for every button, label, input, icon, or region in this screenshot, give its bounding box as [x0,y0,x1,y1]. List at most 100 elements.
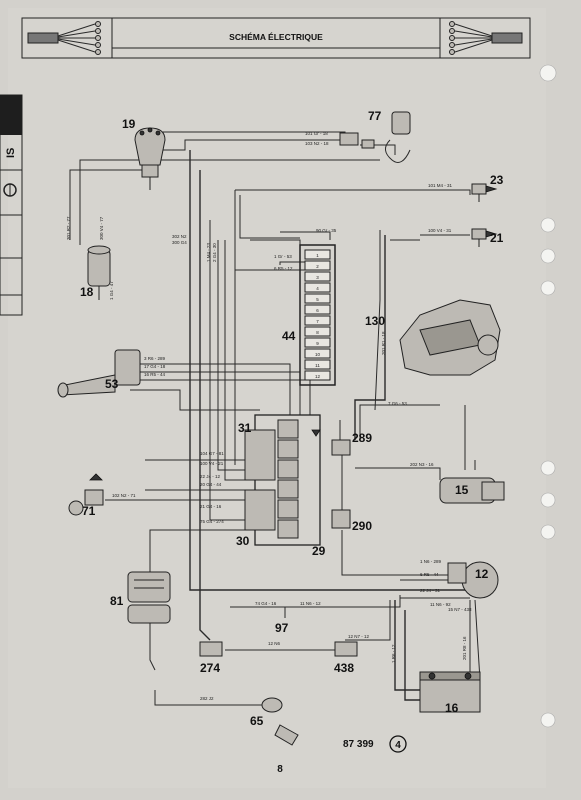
component-label-18: 18 [80,285,94,299]
connector-pin-number: 12 [315,374,321,379]
connector-pin-number: 5 [316,297,319,302]
component-438: 438 [334,641,358,675]
wire-label: 16 R5 - 44 [144,372,166,377]
wire-label: 201 R8 - 16 [462,636,467,660]
switch-component-53: 53 [57,349,141,398]
wire-label: 103 N2 - 18 [305,141,329,146]
wire-label: 100 V4 - 31 [428,228,452,233]
distributor-component: 19 [122,117,166,190]
component-label-12: 12 [475,567,489,581]
connector-pin [304,304,331,315]
wire-label: 101 M4 - 31 [428,183,453,188]
ground-point-97: 97 [275,607,289,635]
wire-label: 15 N7 - 438 [448,607,472,612]
wire-label-layer: 101 Gr - 18 103 N2 - 18 101 M4 - 31 100 V4 … [66,131,472,701]
component-label-130: 130 [365,314,385,328]
wire-label: 90 Gr - 35 [316,228,337,233]
component-label-44: 44 [282,329,296,343]
component-label-16: 16 [445,701,459,715]
relay-component-77: 77 [339,109,411,163]
wire-label: 11 N6 - 12 [300,601,321,606]
binder-holes [539,64,557,728]
wire-label: 21 G4 - 16 [200,504,222,509]
component-label-438: 438 [334,661,354,675]
connector-pin-number: 1 [316,253,319,258]
relay-block: 31 30 29 [236,414,326,558]
wire-label: 101 Gr - 18 [305,131,328,136]
wire-label: 12 N6 [268,641,281,646]
sensor-component-21: 21 [471,228,504,247]
wire-label: 2 G4 - 30 [212,243,217,262]
connector-pin-number: 10 [315,352,321,357]
side-tab: IS [0,94,23,316]
wire-label: 17 G4 - 18 [144,364,166,369]
connector-pin [304,282,331,293]
connector-pin-number: 11 [315,363,320,368]
wire-label: 104 G7 - 81 [200,451,224,456]
relay-component-289: 289 [331,431,372,456]
component-label-65: 65 [250,714,264,728]
wire-label: 22 J4 - 12 [200,474,221,479]
reference-number: 87 399 [343,739,374,750]
component-label-289: 289 [352,431,372,445]
connector-pin [304,260,331,271]
wire-label: 300 V4 - 77 [99,216,104,240]
component-label-77: 77 [368,109,382,123]
wire-label: 74 G4 - 16 [255,601,277,606]
coil-component: 18 [80,245,111,300]
connector-pin-number: 6 [316,308,319,313]
connector-pin-number: 2 [316,264,319,269]
header-band: SCHÉMA ÉLECTRIQUE [21,17,531,59]
wire-label: 301 R2 - 77 [66,216,71,240]
component-label-97: 97 [275,621,289,635]
component-label-19: 19 [122,117,136,131]
connector-pin [304,326,331,337]
wire-label: 22 J4 - 31 [420,588,441,593]
connector-pin-number: 8 [316,330,319,335]
connector-pin [304,293,331,304]
side-tab-text: IS [5,148,17,158]
wire-label: 1 N6 - 289 [420,559,442,564]
wire-label: 102 N2 - 71 [112,493,136,498]
wire-label: 75 G4 - 274 [200,519,224,524]
wire-label: 11 N6 - 92 [430,602,451,607]
component-label-15: 15 [455,483,469,497]
wire-label: 1 M4 - 23 [206,242,211,262]
sheet-number: 4 [395,740,401,751]
connector-pin [304,315,331,326]
footer: 87 399 4 8 [277,735,407,775]
component-label-53: 53 [105,377,119,391]
connector-pin [304,337,331,348]
switch-component-71: 71 [68,473,104,518]
connector-pin-number: 3 [316,275,319,280]
starter-component: 15 [439,477,505,504]
connector-pin-number: 4 [316,286,319,291]
gearbox-component: 130 [365,299,501,376]
component-label-31: 31 [238,421,252,435]
sensor-component-23: 23 [471,173,504,202]
wire-label: 1 R6 - 12 [391,644,396,663]
connector-pin-number: 7 [316,319,319,324]
component-label-23: 23 [490,173,504,187]
connector-pin [304,249,331,260]
component-label-21: 21 [490,231,504,245]
page-number: 8 [277,764,283,775]
wire-label: 7 G6 - 53 [388,401,407,406]
alternator-component: 12 [447,561,499,599]
harness-icon-left [27,21,101,55]
connector-pin [304,271,331,282]
component-label-29: 29 [312,544,326,558]
component-label-81: 81 [110,594,124,608]
wire-label: 1 Gr - 53 [274,254,292,259]
component-label-30: 30 [236,534,250,548]
harness-icon-right [449,21,523,55]
connector-pin [304,359,331,370]
wire-label: 282 J2 [200,696,214,701]
relay-component-290: 290 [331,509,372,533]
wire-label: 6 R5 - 12 [274,266,293,271]
wire-label: 20 G4 - 44 [200,482,222,487]
connector-pin-number: 9 [316,341,319,346]
